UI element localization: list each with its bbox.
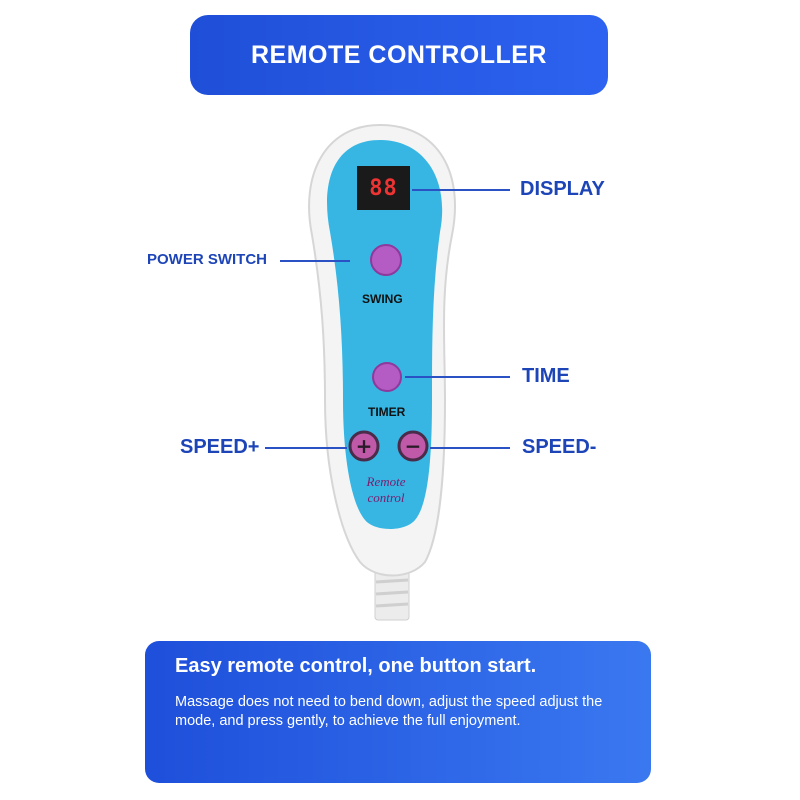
page-title: REMOTE CONTROLLER [251,40,547,69]
speed-plus-button[interactable] [348,430,380,462]
display-callout: DISPLAY [520,178,605,200]
plus-icon: + [356,434,373,458]
speed-minus-callout-line [430,447,510,449]
brand-text: Remote control [340,474,432,506]
info-body: Massage does not need to bend down, adju… [175,694,603,729]
title-banner: REMOTE CONTROLLER [190,15,608,95]
brand-line-2: control [367,490,405,505]
digit-display: 88 [357,166,410,210]
display-callout-line [412,189,510,191]
timer-button[interactable] [372,362,402,392]
speed-plus-callout: SPEED+ [180,436,260,458]
brand-line-1: Remote [366,474,406,489]
power-switch-callout: POWER SWITCH [147,251,267,268]
display-digits: 88 [369,175,398,201]
time-callout-line [405,376,510,378]
minus-icon: − [405,434,422,458]
info-card: Easy remote control, one button start. M… [145,641,651,783]
speed-minus-callout: SPEED- [522,436,597,458]
timer-label: TIMER [368,405,406,419]
power-callout-line [280,260,350,262]
swing-label: SWING [362,292,403,306]
speed-minus-button[interactable] [397,430,429,462]
info-title: Easy remote control, one button start. [175,655,537,677]
power-switch-button[interactable] [370,244,402,276]
time-callout: TIME [522,365,570,387]
speed-plus-callout-line [265,447,347,449]
